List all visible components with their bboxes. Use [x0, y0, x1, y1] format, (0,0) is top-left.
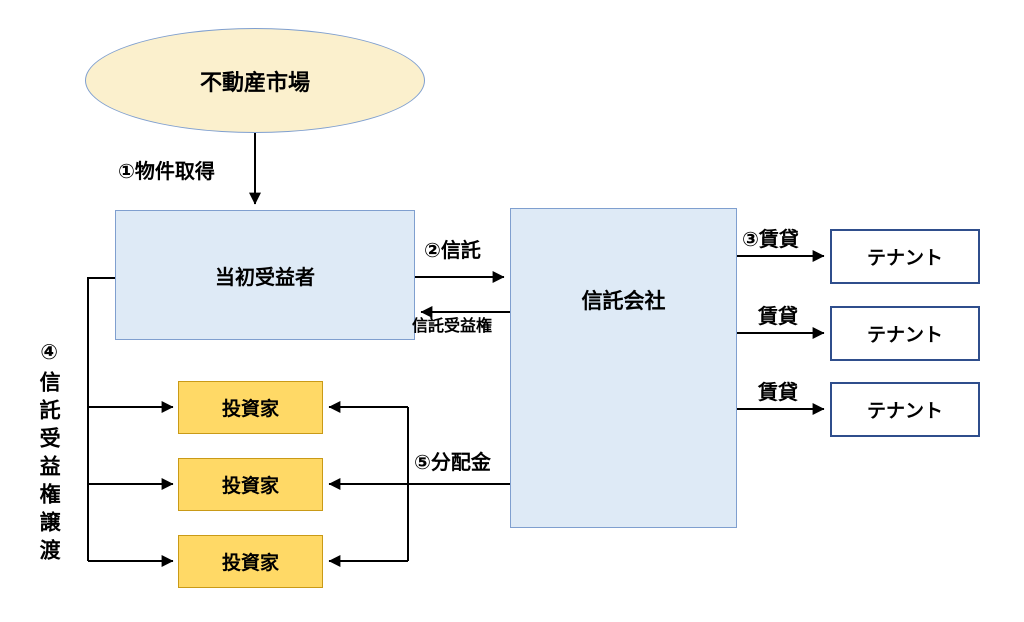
- edge-label-lease-3: 賃貸: [758, 382, 798, 404]
- node-tenant-1: テナント: [830, 229, 980, 284]
- node-real-estate-market: 不動産市場: [85, 28, 425, 133]
- edge-label-lease-2: 賃貸: [758, 306, 798, 328]
- edge-label-acquisition: ①物件取得: [118, 161, 215, 183]
- edge-label-transfer: ④信託受益権譲渡: [37, 340, 61, 567]
- edge-label-lease-1: ③賃貸: [742, 229, 799, 251]
- node-trust-company: 信託会社: [510, 208, 737, 528]
- edge-label-distribution: ⑤分配金: [414, 452, 491, 474]
- edge-label-trust-beneficiary-right: 信託受益権: [412, 318, 493, 335]
- node-investor-2: 投資家: [178, 458, 323, 511]
- node-tenant-2: テナント: [830, 306, 980, 361]
- node-investor-1: 投資家: [178, 381, 323, 434]
- node-initial-beneficiary: 当初受益者: [115, 210, 415, 340]
- edge-label-trust: ②信託: [424, 240, 481, 262]
- node-tenant-3: テナント: [830, 382, 980, 437]
- line-transfer-trunk: [87, 277, 115, 561]
- node-investor-3: 投資家: [178, 535, 323, 588]
